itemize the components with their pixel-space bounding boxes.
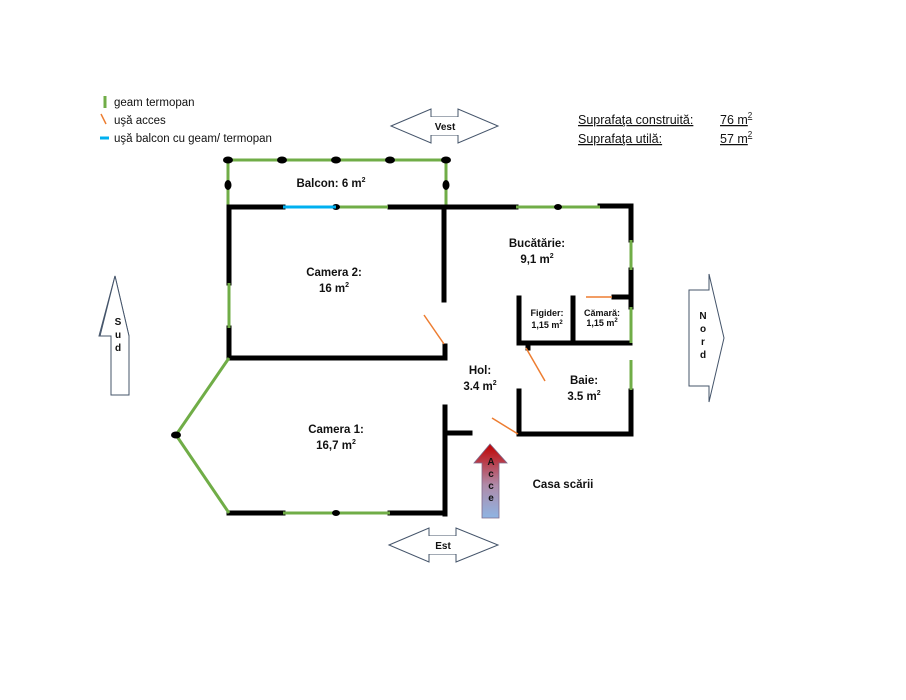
useful-area-value: 57 m2	[720, 130, 753, 146]
compass-south-letter: u	[115, 330, 121, 341]
area-summary: Suprafaţa construită: 76 m2 Suprafaţa ut…	[578, 111, 753, 146]
room-camera2-name: Camera 2:	[306, 267, 362, 279]
entrance-letter: c	[488, 469, 494, 480]
room-baie-name: Baie:	[570, 375, 598, 387]
compass-south-arrow: S u d	[98, 275, 130, 396]
built-area-value: 76 m2	[720, 111, 753, 127]
room-camera2-area: 16 m2	[319, 282, 349, 295]
compass-west-label: Vest	[435, 122, 456, 133]
compass-north-letter: o	[700, 324, 706, 335]
useful-area-label: Suprafaţa utilă:	[578, 132, 662, 146]
doors	[423, 296, 612, 435]
compass-east-label: Est	[435, 541, 451, 552]
entrance-arrow: A c c e	[473, 443, 508, 519]
legend-door-swatch	[100, 113, 107, 125]
compass-north-letter: d	[700, 350, 706, 361]
room-balcon-label: Balcon: 6 m2	[296, 177, 365, 190]
compass-north-letter: r	[701, 337, 705, 348]
room-bucatarie-area: 9,1 m2	[520, 253, 553, 266]
compass-east-arrow: Est	[387, 527, 500, 563]
stairwell-label: Casa scării	[533, 479, 594, 491]
compass-north-letter: N	[699, 311, 706, 322]
room-camara-name: Cămară:	[584, 308, 620, 318]
compass-south-letter: S	[115, 317, 122, 328]
entrance-letter: c	[488, 481, 494, 492]
room-baie-area: 3.5 m2	[567, 390, 600, 403]
room-frigider-area: 1,15 m2	[531, 320, 563, 330]
compass-north-arrow: N o r d	[688, 273, 725, 403]
legend-window-label: geam termopan	[114, 97, 195, 109]
room-camera1-area: 16,7 m2	[316, 439, 356, 452]
balcony-outline	[223, 156, 451, 207]
legend-door-label: uşă acces	[114, 115, 166, 127]
room-hol-name: Hol:	[469, 365, 491, 377]
room-camara-area: 1,15 m2	[586, 318, 618, 328]
entrance-letter: e	[488, 493, 494, 504]
legend-balcony-door-label: uşă balcon cu geam/ termopan	[114, 133, 272, 145]
room-bucatarie-name: Bucătărie:	[509, 238, 565, 250]
walls	[226, 203, 634, 517]
entrance-letter: A	[487, 457, 494, 468]
legend: geam termopan uşă acces uşă balcon cu ge…	[100, 96, 272, 145]
room-labels: Balcon: 6 m2 Camera 2: 16 m2 Bucătărie: …	[296, 177, 620, 491]
room-hol-area: 3.4 m2	[463, 380, 496, 393]
compass-south-letter: d	[115, 343, 121, 354]
built-area-label: Suprafaţa construită:	[578, 113, 693, 127]
room-frigider-name: Figider:	[531, 308, 564, 318]
compass-west-arrow: Vest	[389, 108, 500, 144]
room-camera1-name: Camera 1:	[308, 424, 364, 436]
